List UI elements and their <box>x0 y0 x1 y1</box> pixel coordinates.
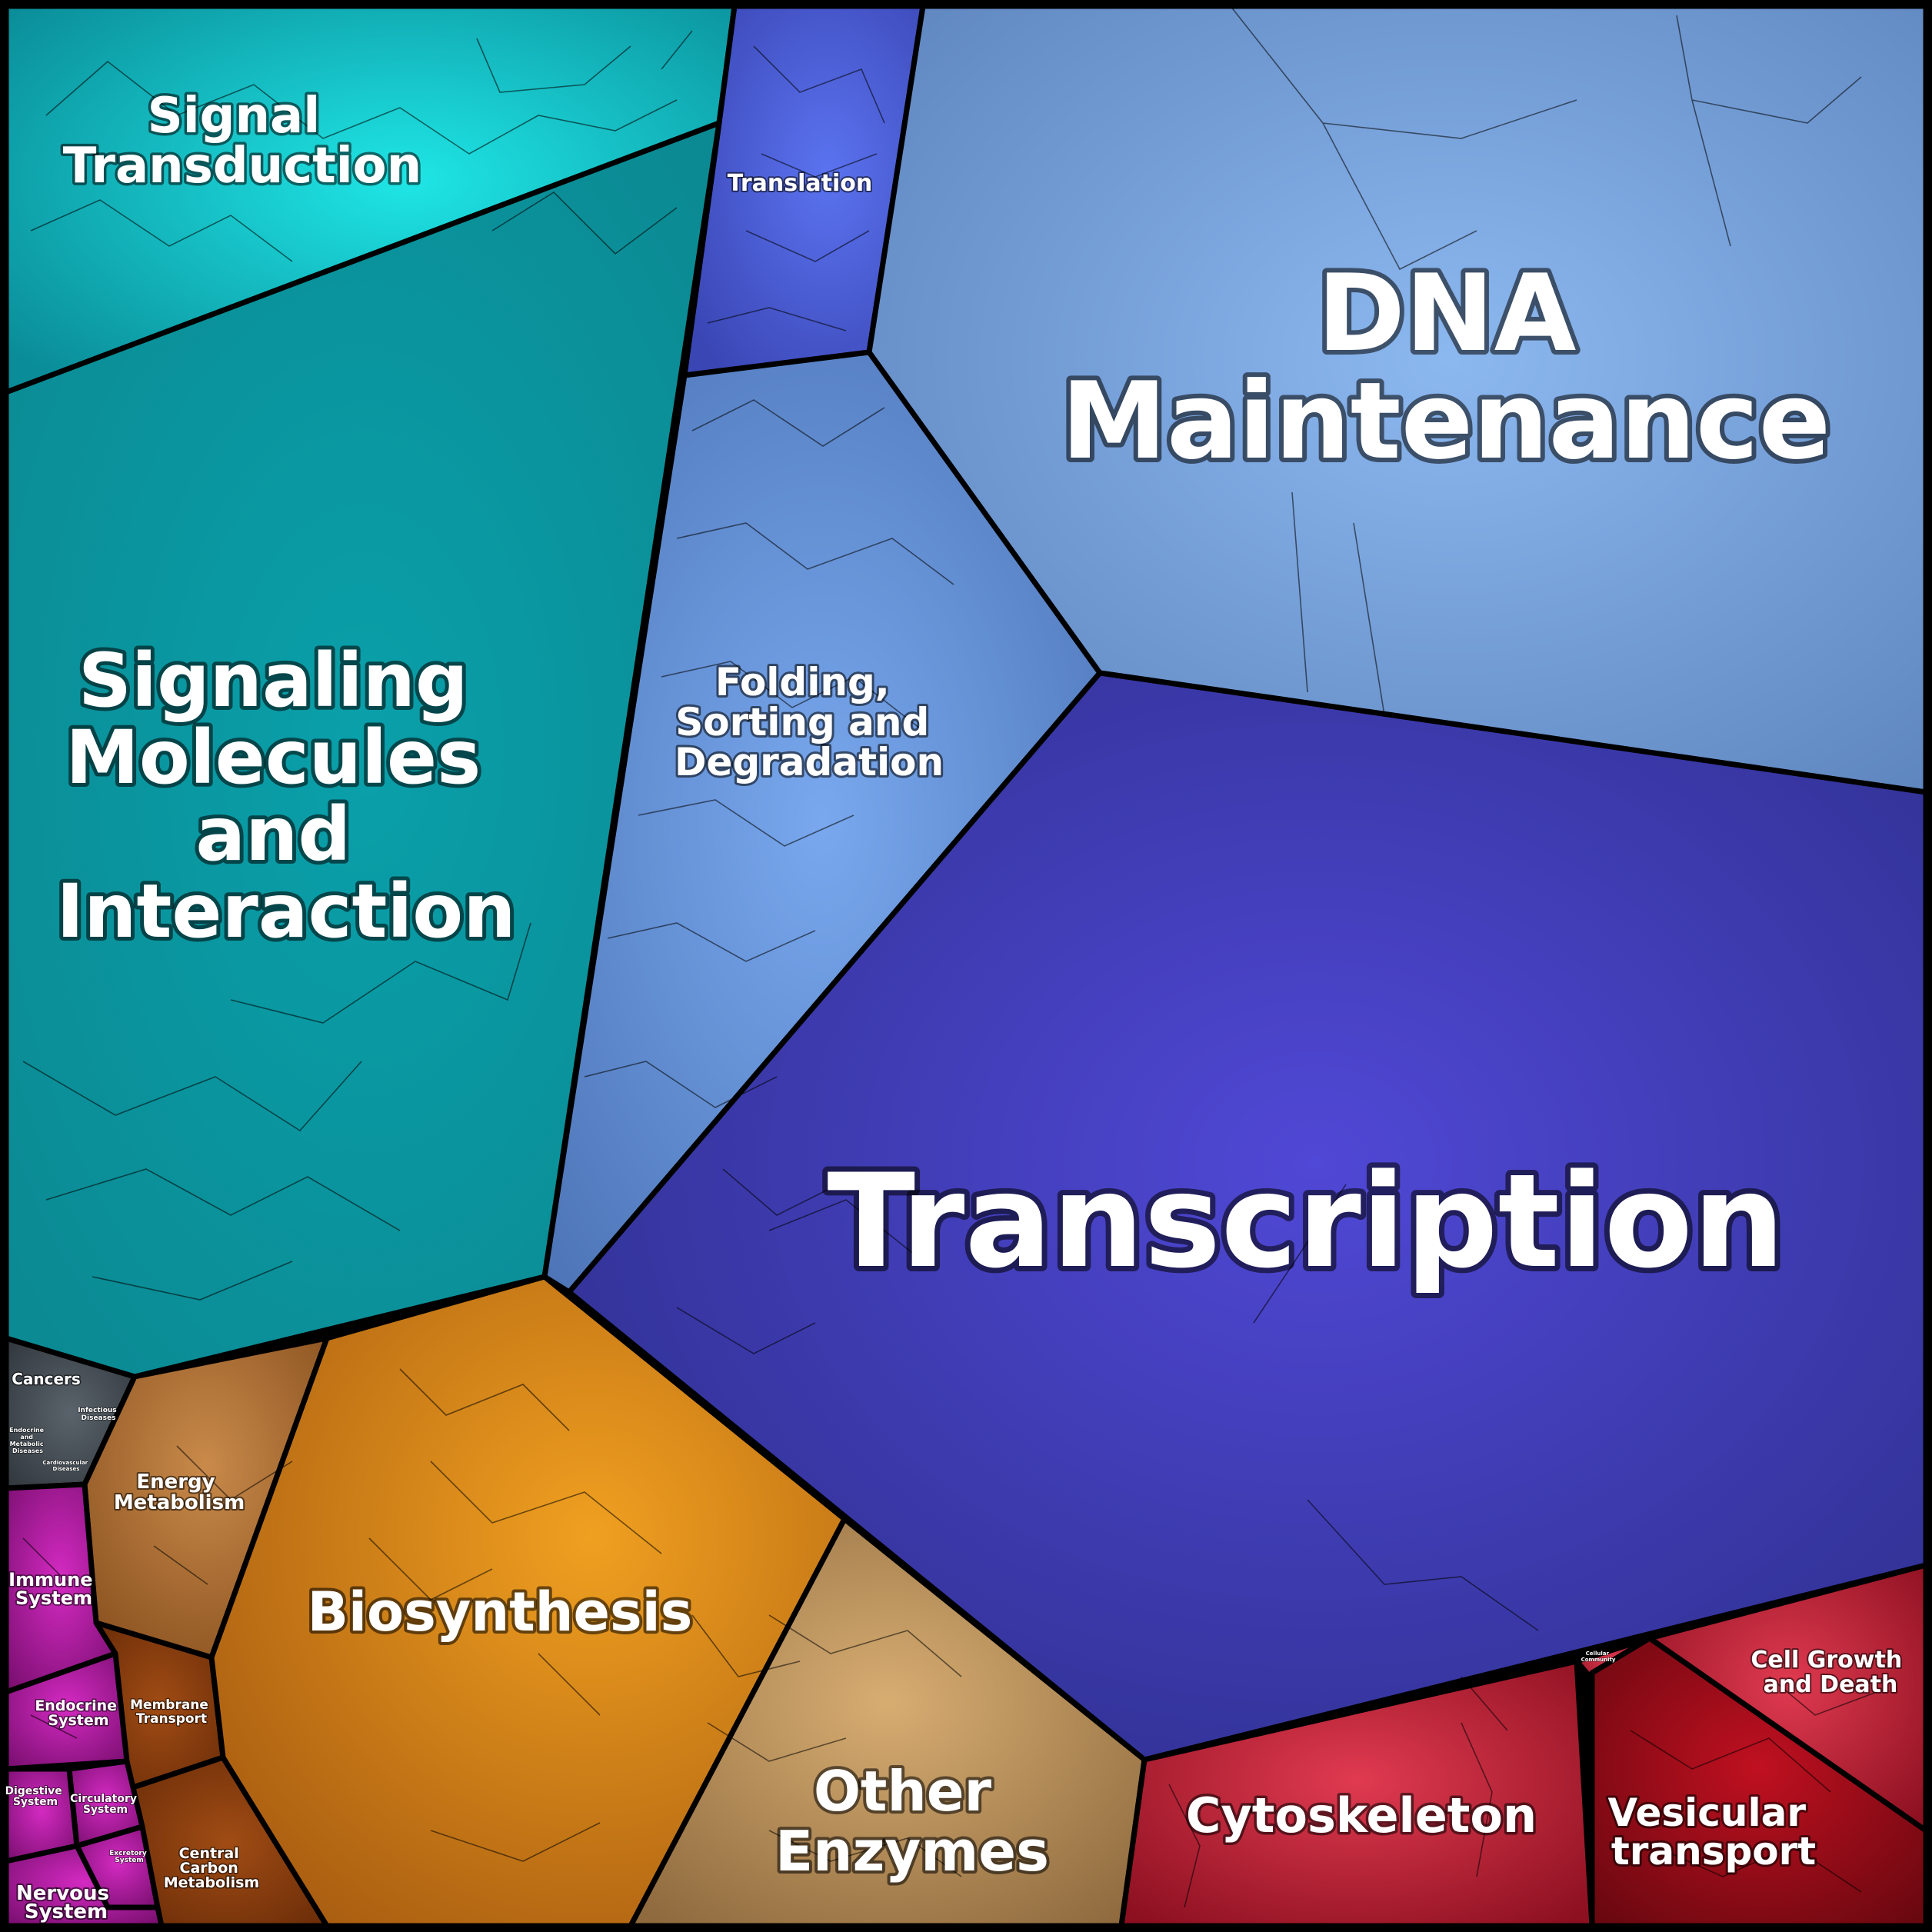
label-central-carbon: Central Carbon Metabolism <box>164 1845 259 1891</box>
label-infectious-diseases: Infectious Diseases <box>78 1407 119 1422</box>
label-signal-transduction: Signal Transduction <box>63 88 421 195</box>
label-signaling-molecules: Signaling Molecules and Interaction <box>56 638 515 954</box>
label-cellular-community: Cellular Community <box>1581 1651 1616 1663</box>
label-folding: Folding, Sorting and Degradation <box>675 660 944 784</box>
labels-layer: Signal Transduction Signaling Molecules … <box>4 85 1910 1926</box>
label-transcription: Transcription <box>827 1146 1784 1297</box>
label-other-enzymes: Other Enzymes <box>775 1759 1049 1884</box>
label-biosynthesis: Biosynthesis <box>308 1581 693 1644</box>
label-immune-system: Immune System <box>8 1569 99 1609</box>
cells-layer <box>3 3 1929 1929</box>
label-membrane-transport: Membrane Transport <box>130 1697 213 1727</box>
label-circulatory-system: Circulatory System <box>70 1793 141 1816</box>
label-cancers: Cancers <box>12 1370 81 1388</box>
label-cardiovascular-diseases: Cardiovascular Diseases <box>42 1460 89 1472</box>
label-endocrine-system: Endocrine System <box>35 1697 122 1729</box>
label-endocrine-metabolic-diseases: Endocrine and Metabolic Diseases <box>9 1427 46 1454</box>
subdivision-lines <box>22 5 1877 1908</box>
label-excretory-system: Excretory System <box>109 1850 149 1864</box>
label-nervous-system: Nervous System <box>16 1882 116 1924</box>
label-cell-growth: Cell Growth and Death <box>1750 1647 1910 1698</box>
label-translation: Translation <box>728 170 873 197</box>
label-digestive-system: Digestive System <box>5 1785 65 1808</box>
cell-transcription <box>566 670 1929 1763</box>
label-energy-metabolism: Energy Metabolism <box>114 1471 245 1514</box>
label-cytoskeleton: Cytoskeleton <box>1186 1787 1537 1844</box>
label-vesicular-transport: Vesicular transport <box>1608 1790 1820 1874</box>
label-dna-maintenance: DNA Maintenance <box>1061 251 1831 483</box>
